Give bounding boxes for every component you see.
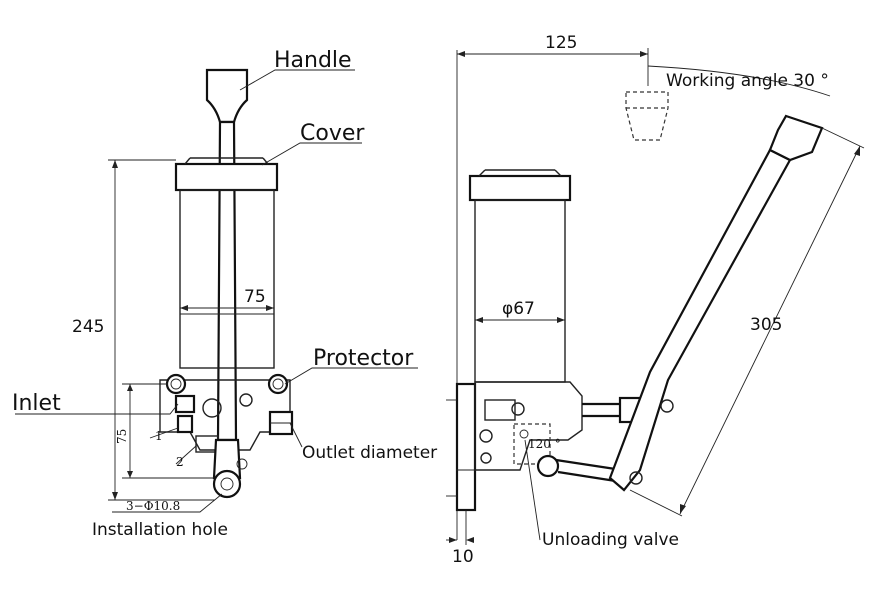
pivot-pin xyxy=(212,469,242,499)
pump-body xyxy=(159,379,291,451)
unloading-valve-window xyxy=(513,423,551,465)
mounting-plate xyxy=(455,382,477,512)
protector-right xyxy=(267,373,289,395)
working-angle-label: Working angle 30 ° xyxy=(666,71,829,91)
cover-label: Cover xyxy=(300,121,365,146)
side-pump-body xyxy=(474,381,583,471)
inlet-label: Inlet xyxy=(12,391,61,416)
dim-120-angle: 120 ° xyxy=(528,437,561,451)
inlet-fitting xyxy=(174,394,196,414)
ghost-handle xyxy=(625,91,669,141)
dim-10: 10 xyxy=(452,547,474,567)
callout-1: 1 xyxy=(155,429,163,443)
protector-label: Protector xyxy=(313,346,414,371)
callout-2: 2 xyxy=(176,455,184,469)
front-view xyxy=(15,68,418,513)
reservoir-body xyxy=(179,189,275,369)
dim-305: 305 xyxy=(750,315,782,335)
installation-hole-label: Installation hole xyxy=(92,520,228,540)
cover-shape xyxy=(174,162,279,192)
tilted-handle-grip xyxy=(768,114,824,162)
protector-left xyxy=(165,373,187,395)
side-view xyxy=(446,48,865,545)
side-reservoir xyxy=(474,199,566,383)
handle-label: Handle xyxy=(274,48,352,73)
unloading-valve-label: Unloading valve xyxy=(542,530,679,550)
dim-phi67: φ67 xyxy=(502,299,535,319)
dim-125: 125 xyxy=(545,33,577,53)
dim-245: 245 xyxy=(72,317,104,337)
handle-grip xyxy=(205,68,249,124)
side-cover xyxy=(468,174,572,202)
outlet-diameter-label: Outlet diameter xyxy=(302,443,437,463)
tilted-handle-rod xyxy=(608,148,792,492)
dim-75-vertical: 75 xyxy=(115,429,129,444)
dim-75-horizontal: 75 xyxy=(244,287,266,307)
hole-spec: 3−Φ10.8 xyxy=(126,499,180,513)
